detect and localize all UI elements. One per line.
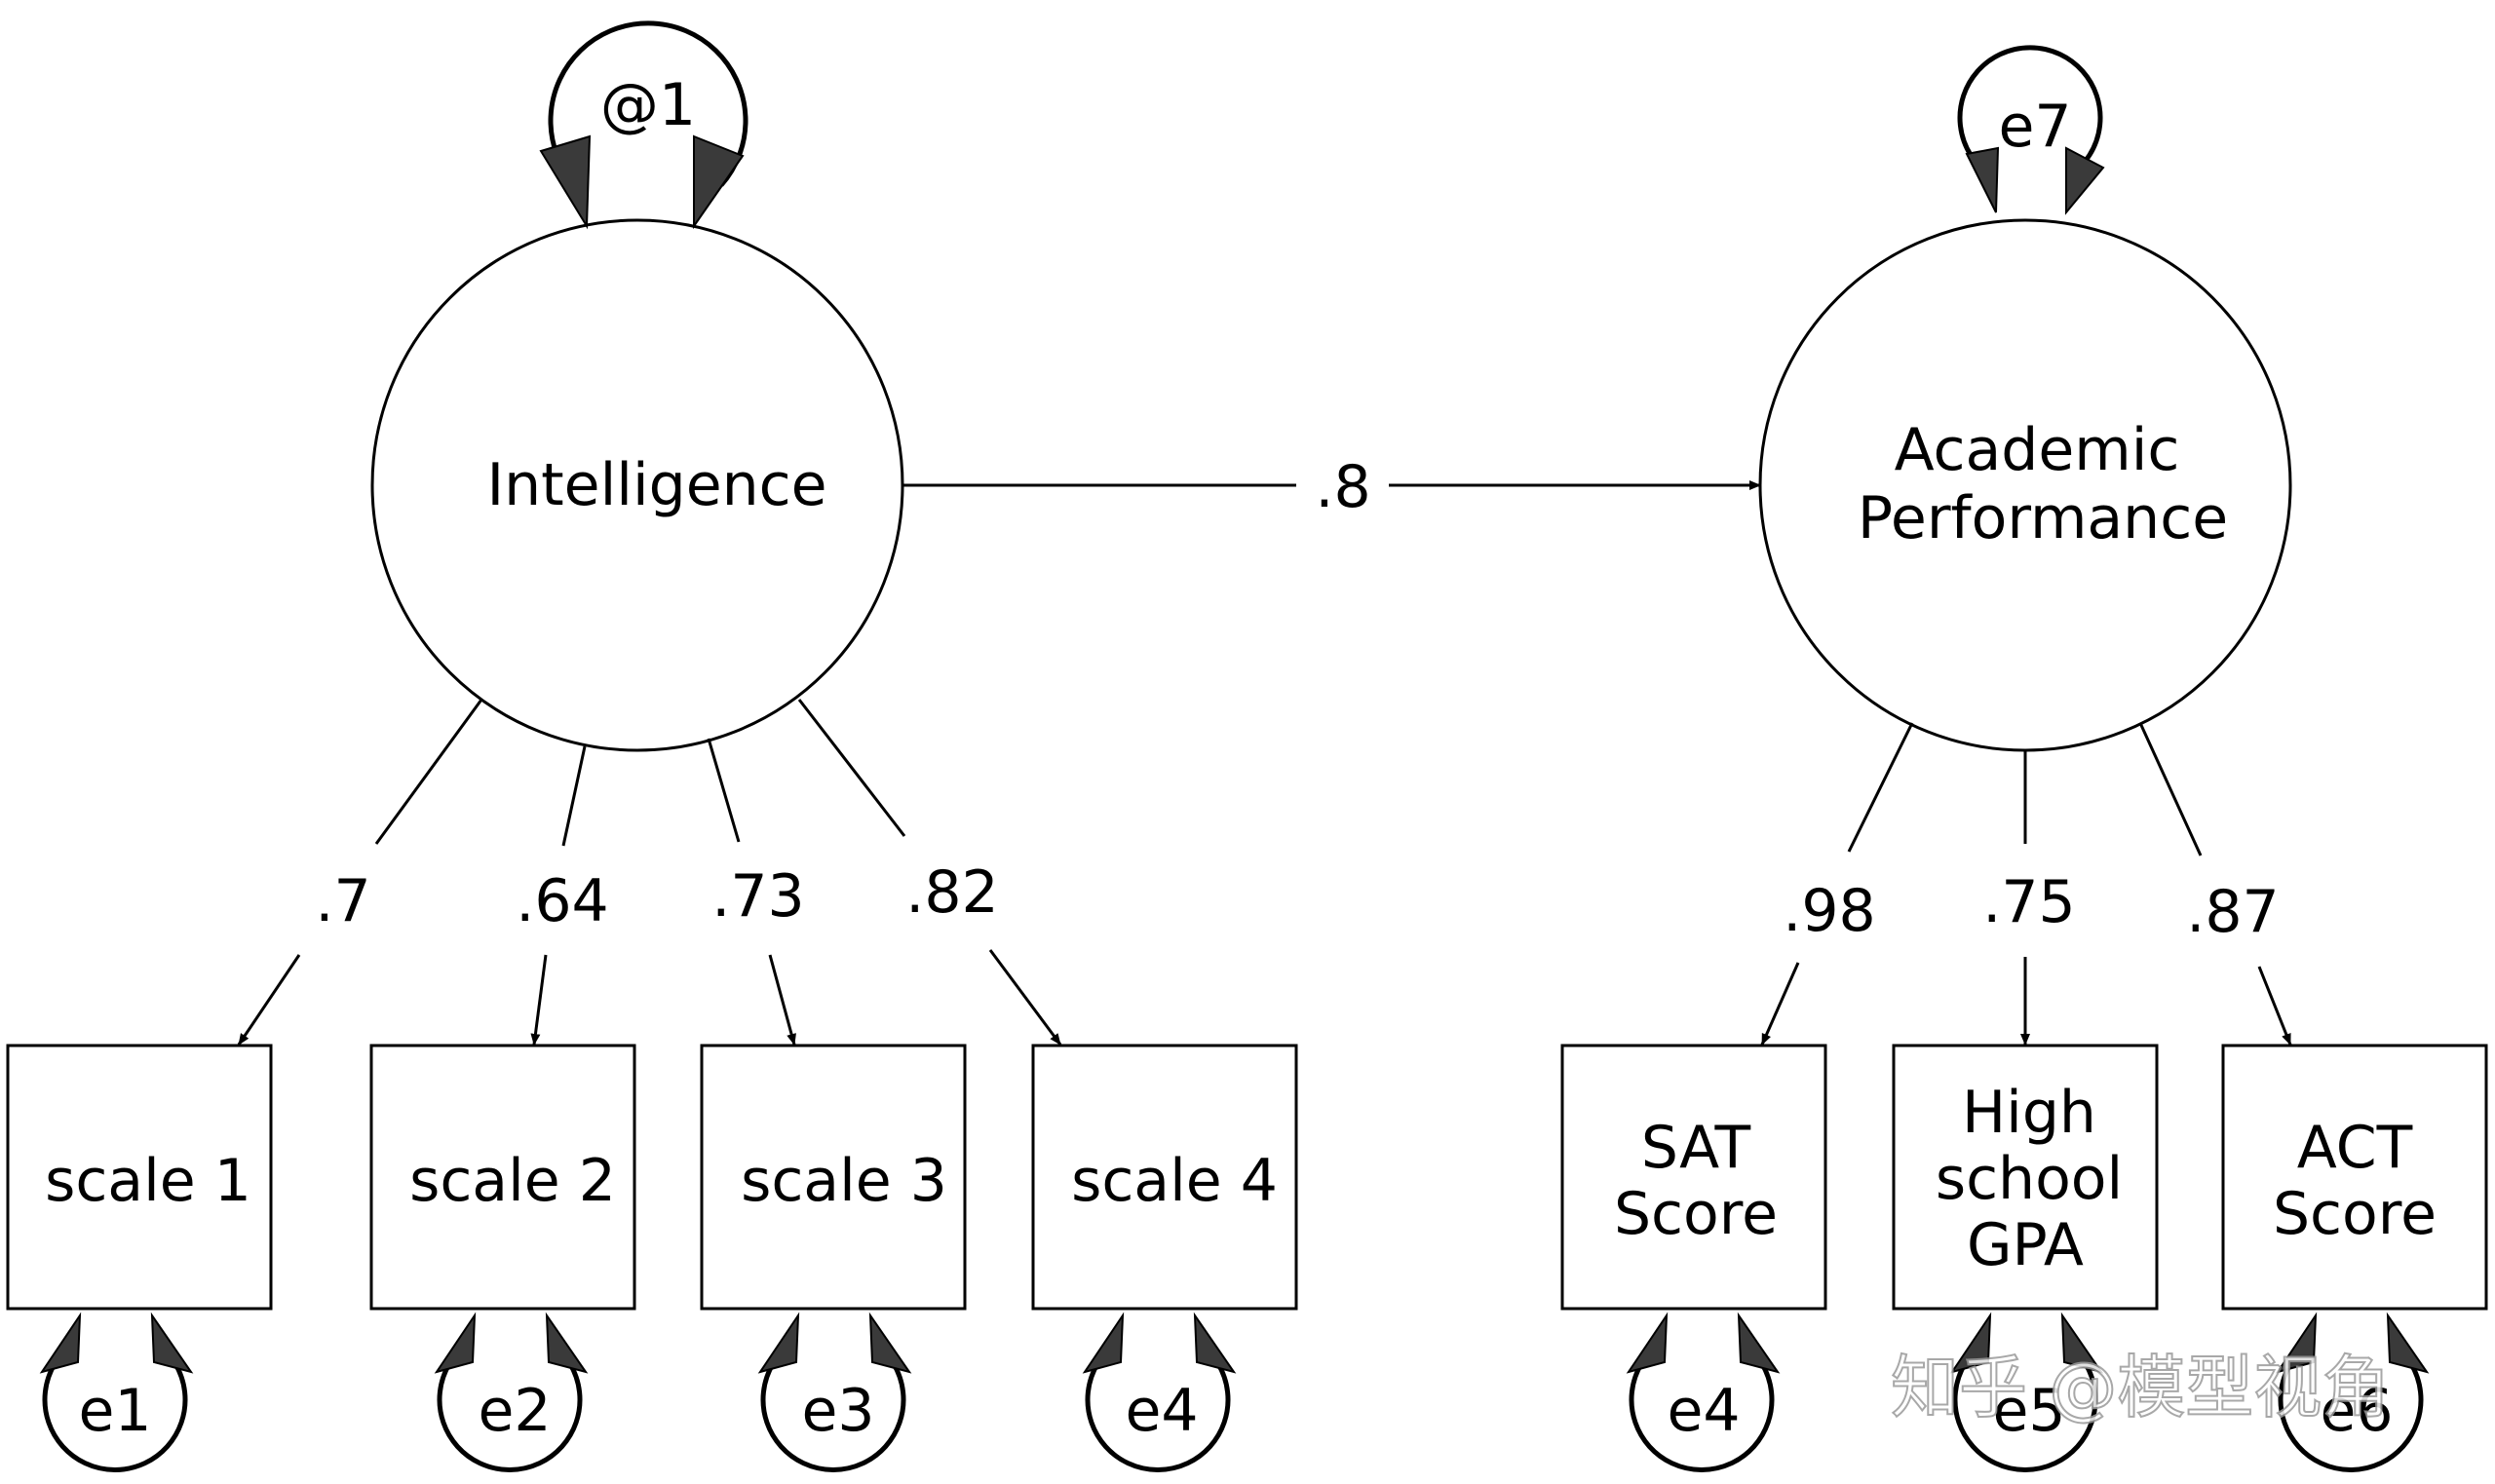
error-loop-e2: e2 [434, 1312, 589, 1472]
variance-intelligence-label: @1 [600, 71, 696, 139]
error-loop-sat-arc [1629, 1340, 1775, 1472]
loading-path-scale-1-upper [374, 699, 483, 845]
indicator-scale-1: .7 scale 1 [6, 699, 483, 1311]
error-loop-e1-arrowhead-right [150, 1312, 194, 1374]
indicator-sat-score-label-line2: Score [1614, 1180, 1778, 1248]
loading-path-scale-2-lower [530, 954, 548, 1046]
error-loop-e2-arrowhead-left [434, 1312, 477, 1374]
error-loop-sat: e4 [1626, 1312, 1781, 1472]
indicator-act-score-label-line2: Score [2273, 1180, 2437, 1248]
variance-loop-academic: e7 [1957, 45, 2105, 215]
error-loop-e3: e3 [757, 1312, 912, 1472]
indicator-scale-1-box [6, 1044, 273, 1311]
error-label-sat: e4 [1667, 1377, 1740, 1445]
loading-high-school-gpa: .75 [1982, 868, 2075, 936]
indicator-scale-2-label: scale 2 [409, 1147, 616, 1215]
error-loop-gpa-arrowhead-right [2060, 1312, 2104, 1374]
variance-loop-intelligence-arc [548, 20, 748, 187]
error-label-gpa: e5 [1992, 1377, 2065, 1445]
error-loop-act-arrowhead-left [2275, 1312, 2318, 1374]
error-loop-e1-arc [42, 1340, 188, 1472]
error-label-e1: e1 [78, 1377, 151, 1445]
indicator-scale-3-label: scale 3 [741, 1147, 947, 1215]
error-label-e4: e4 [1125, 1377, 1198, 1445]
variance-loop-academic-arrowhead-left [1965, 146, 2000, 213]
indicator-act-score: .87 ACT Score [2138, 722, 2488, 1311]
loading-scale-2: .64 [516, 867, 608, 935]
error-loop-e2-arrowhead-right [545, 1312, 589, 1374]
loading-path-scale-3-upper [707, 738, 741, 843]
indicator-high-school-gpa-box [1892, 1044, 2159, 1311]
indicator-scale-3: .73 scale 3 [700, 738, 967, 1311]
loading-sat-score: .98 [1783, 877, 1875, 945]
loading-scale-1: .7 [315, 867, 370, 935]
indicator-act-score-label-line1: ACT [2297, 1114, 2413, 1182]
loading-path-scale-3-lower [768, 954, 796, 1046]
loading-path-sat-lower [1760, 962, 1800, 1046]
error-label-e3: e3 [801, 1377, 874, 1445]
error-loop-e1-arrowhead-left [39, 1312, 82, 1374]
error-loop-gpa-arc [1952, 1340, 2098, 1472]
loading-scale-3: .73 [711, 862, 804, 931]
indicator-gpa-label-line2: school [1936, 1145, 2123, 1213]
variance-loop-academic-arc [1957, 45, 2103, 178]
loading-path-act-lower [2257, 966, 2292, 1046]
error-loop-sat-arrowhead-right [1737, 1312, 1781, 1374]
error-loop-e4-arc [1085, 1340, 1231, 1472]
loading-path-scale-2-upper [561, 745, 587, 847]
error-loop-e4-arrowhead-left [1082, 1312, 1125, 1374]
error-loop-sat-arrowhead-left [1626, 1312, 1669, 1374]
error-loop-gpa-arrowhead-left [1949, 1312, 1992, 1374]
error-label-e2: e2 [478, 1377, 551, 1445]
variance-loop-intelligence-arrowhead-right [693, 134, 745, 230]
error-loop-e3-arrowhead-left [757, 1312, 800, 1374]
loading-path-scale-4-upper [797, 699, 906, 837]
indicator-gpa-label-line3: GPA [1967, 1211, 2084, 1279]
error-loop-e1: e1 [39, 1312, 194, 1472]
loading-path-act-upper [2138, 722, 2203, 856]
indicator-scale-4-label: scale 4 [1071, 1147, 1278, 1215]
latent-academic-label-line1: Academic [1895, 416, 2180, 484]
indicator-scale-4-box [1031, 1044, 1298, 1311]
variance-loop-intelligence: @1 [539, 20, 748, 230]
loading-scale-4: .82 [905, 858, 998, 927]
indicator-sat-score-label-line1: SAT [1641, 1114, 1751, 1182]
latent-academic-label-line2: Performance [1858, 484, 2228, 552]
loading-act-score: .87 [2186, 878, 2279, 946]
indicator-scale-1-label: scale 1 [45, 1147, 251, 1215]
latent-intelligence: Intelligence [370, 218, 904, 752]
error-loop-e2-arc [437, 1340, 583, 1472]
error-loop-e3-arc [760, 1340, 906, 1472]
indicator-sat-score-box [1560, 1044, 1827, 1311]
error-loop-e4: e4 [1082, 1312, 1237, 1472]
indicator-gpa-label-line1: High [1962, 1079, 2096, 1147]
loading-path-scale-1-lower [237, 954, 301, 1046]
error-loop-act: e6 [2275, 1312, 2430, 1472]
latent-intelligence-label: Intelligence [486, 451, 826, 519]
indicator-high-school-gpa: .75 High school GPA [1892, 750, 2159, 1311]
indicator-scale-2: .64 scale 2 [369, 745, 636, 1311]
error-loop-act-arrowhead-right [2386, 1312, 2430, 1374]
latent-academic-performance: Academic Performance [1758, 218, 2292, 752]
error-loop-gpa: e5 [1949, 1312, 2104, 1472]
variance-loop-intelligence-arrowhead-left [539, 134, 592, 230]
error-loop-e4-arrowhead-right [1193, 1312, 1237, 1374]
indicator-sat-score: .98 SAT Score [1560, 722, 1914, 1311]
structural-path-coefficient: .8 [1315, 453, 1370, 521]
variance-loop-academic-arrowhead-right [2065, 146, 2105, 215]
indicator-scale-4: .82 scale 4 [797, 699, 1298, 1311]
error-loop-e3-arrowhead-right [868, 1312, 912, 1374]
variance-academic-label: e7 [1998, 93, 2071, 161]
loading-path-scale-4-lower [988, 949, 1062, 1046]
indicator-scale-3-box [700, 1044, 967, 1311]
watermark-text: 知乎 @模型视角 [1891, 1348, 2390, 1427]
error-label-act: e6 [2320, 1377, 2393, 1445]
error-loops: e1 e2 e3 e4 e4 e5 e6 [39, 1312, 2430, 1472]
loading-path-sat-upper [1847, 722, 1914, 853]
indicator-act-score-box [2221, 1044, 2488, 1311]
indicator-scale-2-box [369, 1044, 636, 1311]
structural-path: .8 [902, 453, 1761, 521]
error-loop-act-arc [2278, 1340, 2424, 1472]
